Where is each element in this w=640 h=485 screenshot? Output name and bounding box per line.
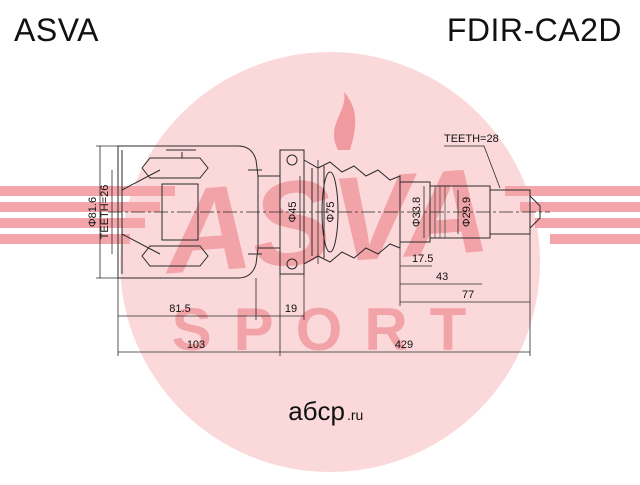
label-dia-299: Φ29.9 [461,197,473,227]
watermark-sport-text: SPORT [172,296,489,363]
watermark-site-suffix: .ru [347,407,363,423]
label-dia-outer: Φ81.6 [87,197,99,227]
watermark-stripes-left [0,186,175,244]
label-len-815: 81.5 [169,303,190,315]
label-dia-338: Φ33.8 [411,197,423,227]
watermark-logo-text: ASVA [158,143,494,300]
label-dia-75: Φ75 [325,201,337,222]
watermark-flame [333,92,356,150]
label-teeth-left: TEETH=26 [99,185,111,240]
watermark-site: aбcp [288,396,345,426]
dimension-lines [96,145,531,356]
label-dia-45: Φ45 [287,201,299,222]
inner-race-bottom [141,245,209,267]
label-len-429: 429 [395,339,413,351]
housing-inner [121,169,161,255]
cv-joint-outline [108,145,550,279]
outer-shaft-3 [489,189,531,235]
watermark-stripes-right [505,186,640,244]
brand-title: ASVA [14,12,99,48]
stub-shaft [161,183,199,241]
part-number: FDIR-CA2D [446,12,622,48]
inner-race [141,157,209,179]
label-len-103: 103 [187,339,205,351]
shaft-tip [529,195,541,229]
label-len-175: 17.5 [412,253,433,265]
label-teeth-right: TEETH=28 [444,133,499,145]
label-len-19: 19 [285,303,297,315]
watermark: ASVA SPORT aбcp .ru [0,52,640,472]
dimension-labels: TEETH=28 Φ81.6 TEETH=26 Φ45 Φ75 Φ33.8 Φ2… [87,133,499,351]
label-len-43: 43 [436,271,448,283]
label-len-77: 77 [462,289,474,301]
